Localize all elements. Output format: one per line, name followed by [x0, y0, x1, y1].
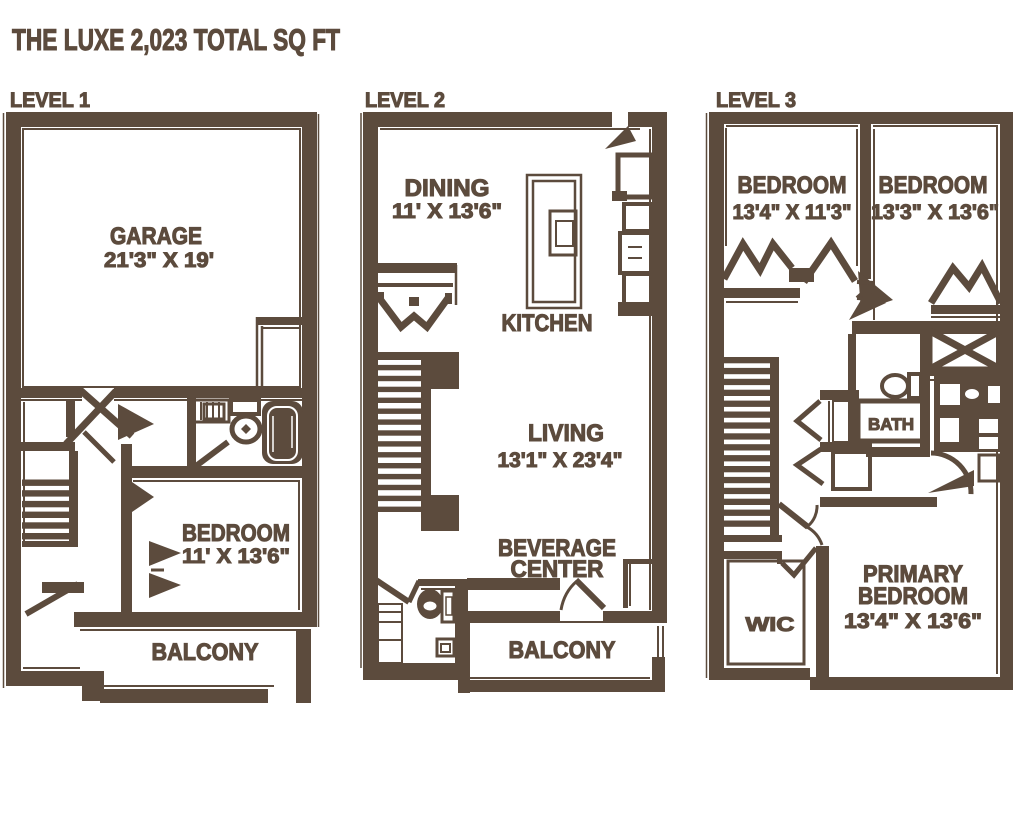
svg-text:11' X 13'6": 11' X 13'6": [392, 200, 502, 223]
svg-text:BEDROOM: BEDROOM: [738, 172, 847, 199]
svg-text:BALCONY: BALCONY: [152, 639, 259, 666]
svg-text:LEVEL 2: LEVEL 2: [365, 89, 445, 112]
svg-text:BEDROOM: BEDROOM: [182, 520, 290, 547]
svg-text:KITCHEN: KITCHEN: [502, 310, 593, 337]
svg-text:WIC: WIC: [746, 614, 795, 636]
svg-text:13'4" X 11'3": 13'4" X 11'3": [733, 201, 852, 224]
svg-text:PRIMARY: PRIMARY: [863, 561, 963, 588]
svg-text:11' X 13'6": 11' X 13'6": [182, 545, 290, 568]
svg-text:LIVING: LIVING: [528, 420, 604, 447]
svg-text:LEVEL 1: LEVEL 1: [10, 89, 90, 112]
svg-text:THE LUXE 2,023 TOTAL SQ FT: THE LUXE 2,023 TOTAL SQ FT: [12, 24, 340, 57]
svg-text:GARAGE: GARAGE: [110, 223, 202, 250]
svg-text:BEVERAGE: BEVERAGE: [498, 535, 616, 562]
svg-text:21'3" X 19': 21'3" X 19': [104, 249, 214, 272]
svg-text:13'1" X 23'4": 13'1" X 23'4": [498, 449, 623, 472]
svg-text:LEVEL 3: LEVEL 3: [716, 89, 796, 112]
svg-text:13'4" X 13'6": 13'4" X 13'6": [844, 610, 982, 633]
svg-text:DINING: DINING: [405, 175, 490, 202]
svg-text:BALCONY: BALCONY: [509, 637, 616, 664]
svg-text:13'3" X 13'6": 13'3" X 13'6": [871, 201, 999, 224]
svg-text:BATH: BATH: [868, 415, 914, 434]
svg-text:BEDROOM: BEDROOM: [879, 172, 988, 199]
svg-text:CENTER: CENTER: [511, 556, 604, 583]
svg-text:BEDROOM: BEDROOM: [858, 583, 968, 610]
